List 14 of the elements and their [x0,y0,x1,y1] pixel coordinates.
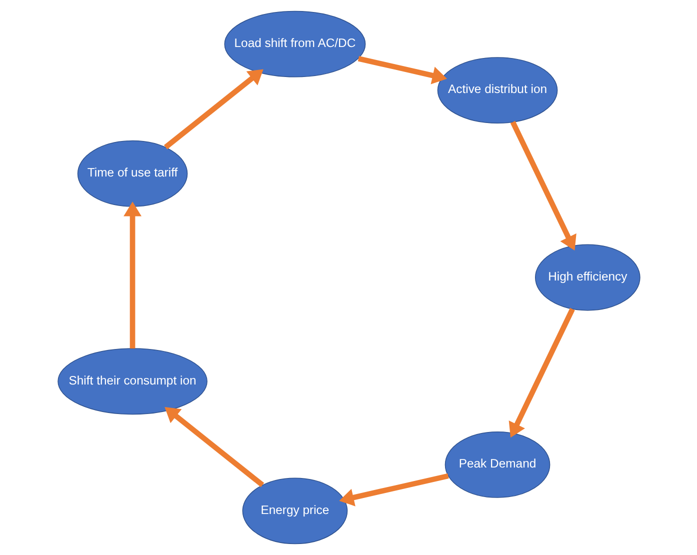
arrow [338,473,448,506]
arrow [357,56,447,84]
node-ellipse: Energy price [242,478,348,544]
node-ellipse: Shift their consumpt ion [57,348,207,415]
node-ellipse: Load shift from AC/DC [224,10,366,78]
arrow [163,69,263,150]
arrow [510,120,576,251]
node-ellipse: Time of use tariff [76,140,188,207]
node-ellipse: High efficiency [534,244,640,311]
arrow [508,308,574,438]
node-ellipse: Active distribut ion [436,57,558,124]
arrow [123,202,142,348]
node-ellipse: Peak Demand [444,431,550,498]
arrow [164,406,264,488]
